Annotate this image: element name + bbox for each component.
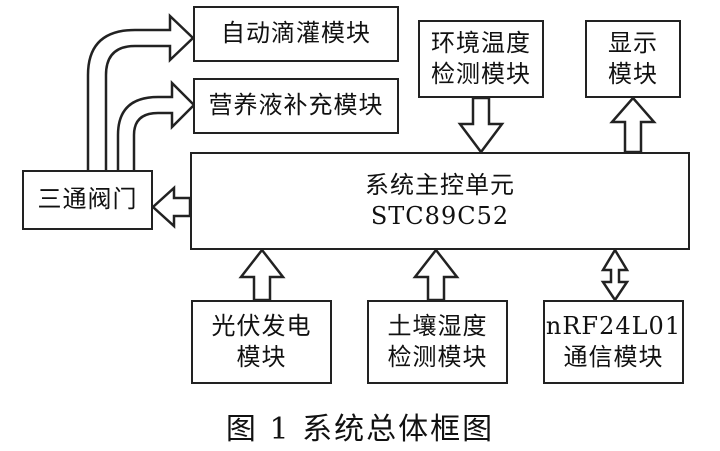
soil-label-line1: 土壤湿度 xyxy=(387,311,488,340)
arrow-valve-to-drip xyxy=(86,13,195,170)
arrow-env-to-main xyxy=(457,96,505,155)
arrow-pv-to-main xyxy=(238,247,286,302)
display-module-box: 显示 模块 xyxy=(585,20,681,98)
nutrient-module-label: 营养液补充模块 xyxy=(208,91,384,120)
valve-box: 三通阀门 xyxy=(22,170,153,230)
valve-label: 三通阀门 xyxy=(37,185,138,214)
nrf-label-line1: nRF24L01 xyxy=(545,311,682,340)
nrf-label-line2: 通信模块 xyxy=(563,343,664,371)
main-unit-box: 系统主控单元 STC89C52 xyxy=(190,152,690,250)
env-temp-label-line1: 环境温度 xyxy=(431,28,531,57)
pv-label-line2: 模块 xyxy=(236,343,287,371)
main-unit-label-line1: 系统主控单元 xyxy=(365,170,515,199)
drip-module-label: 自动滴灌模块 xyxy=(221,19,371,48)
figure-caption: 图 1 系统总体框图 xyxy=(225,412,495,447)
env-temp-module-box: 环境温度 检测模块 xyxy=(418,20,544,98)
drip-module-box: 自动滴灌模块 xyxy=(193,6,399,62)
env-temp-label-line2: 检测模块 xyxy=(431,60,531,88)
pv-module-box: 光伏发电 模块 xyxy=(191,300,332,384)
soil-label-line2: 检测模块 xyxy=(387,343,488,371)
display-label-line1: 显示 xyxy=(608,28,658,57)
arrow-main-to-valve xyxy=(151,185,192,229)
arrow-valve-to-nutrient xyxy=(116,79,196,170)
pv-label-line1: 光伏发电 xyxy=(211,311,312,340)
arrow-soil-to-main xyxy=(412,247,460,302)
soil-module-box: 土壤湿度 检测模块 xyxy=(367,300,508,384)
arrow-main-to-display xyxy=(609,96,657,154)
arrow-nrf-main-bidirectional xyxy=(600,247,630,303)
main-unit-label-line2: STC89C52 xyxy=(370,202,510,230)
display-label-line2: 模块 xyxy=(608,60,658,88)
nrf-module-box: nRF24L01 通信模块 xyxy=(543,300,684,384)
nutrient-module-box: 营养液补充模块 xyxy=(193,78,399,134)
